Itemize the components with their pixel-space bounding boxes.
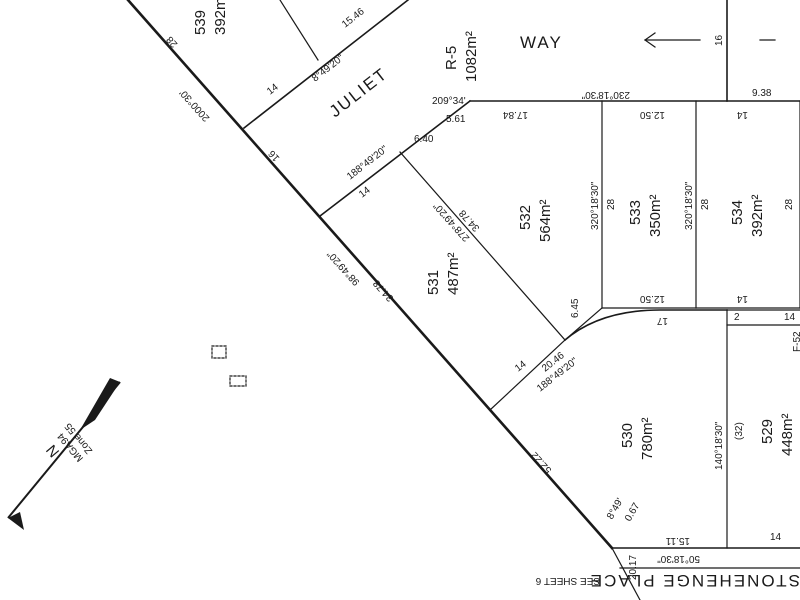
dim-17-84: 17.84 [503,109,528,120]
dim-98-49: 98°49'20" [325,248,362,288]
dim-14-531: 14 [357,185,373,201]
juliet-way-north-edge [242,0,410,130]
survey-mark [211,345,247,387]
dim-f52: F-52 [792,331,800,352]
dim-188-49: 188°49'20" [345,144,390,183]
dim-6-40: 6.40 [414,134,434,145]
lot-534: 534 392m² [729,194,766,237]
road-arrow-head [643,32,656,48]
lot-530-531-boundary [489,339,566,411]
north-arrow-icon [7,378,121,530]
main-boundary-line [126,0,614,550]
dim-52-22: 52.22 [529,449,554,475]
dim-12-50-top: 12.50 [640,109,665,120]
lot-539-number: 539 [192,10,209,35]
road-name-stonehenge: STONEHENGE PLACE [589,571,800,590]
dim-12-50-bot: 12.50 [640,293,665,304]
dim-230-18: 230°18'30" [581,89,630,100]
dim-320-18-a: 320°18'30" [590,181,601,230]
dim-320-18-b: 320°18'30" [684,181,695,230]
lot-532-area: 564m² [537,199,554,242]
dim-17: 17 [656,315,668,326]
dim-9-38: 9.38 [752,88,772,99]
dim-28-c: 28 [784,198,795,210]
reserve-r5-code: R-5 [443,46,460,70]
lot-529-area: 448m² [779,413,796,456]
dim-0-67: 0.67 [623,501,642,524]
lot-531: 531 487m² [425,252,462,295]
lot-539-side [279,0,319,61]
dim-14-530: 14 [513,359,529,375]
dim-14-534-bot: 14 [736,293,748,304]
dim-209-34: 209°34' [432,96,466,107]
dim-14-529: 14 [784,312,796,323]
lot-530-number: 530 [619,423,636,448]
sheet-break [611,547,641,600]
dim-28-a: 28 [606,198,617,210]
lot-531-532-boundary [399,151,566,341]
dim-50-18: 50°18'30" [657,553,700,564]
lot-531-number: 531 [425,270,442,295]
north-label: N MGA94 Zone 55 [43,420,95,463]
dim-6-45: 6.45 [570,298,581,318]
dim-15-11: 15.11 [665,535,690,546]
dim-2000-30: 2000°30' [178,87,213,124]
lot-539-area: 392m² [212,0,229,35]
lot-539: 539 392m² [192,0,229,35]
lot-529: 529 448m² [759,413,796,456]
dim-2: 2 [734,312,740,323]
road-width-16: 16 [714,34,725,46]
lot-533-number: 533 [627,200,644,225]
juliet-way-south-edge [318,99,472,218]
road-name-juliet: JULIET [326,64,392,121]
lot-533: 533 350m² [627,194,664,237]
dim-bearing-8-49: 8°49'20" [310,52,346,84]
lot-531-area: 487m² [445,252,462,295]
dim-14-bottom: 14 [770,532,782,543]
dim-20-17: 20.17 [628,555,639,580]
dim-28-top: 28 [164,33,180,49]
dim-15-46: 15.46 [340,6,367,30]
lot-534-number: 534 [729,200,746,225]
lot-532: 532 564m² [517,199,554,242]
reserve-r5-area: 1082m² [463,31,480,82]
dim-14-juliet: 14 [265,82,281,98]
lot-532-number: 532 [517,205,534,230]
road-name-way: WAY [520,33,563,52]
lot-530-area: 780m² [639,417,656,460]
lot-533-area: 350m² [647,194,664,237]
lot-530: 530 780m² [619,417,656,460]
stonehenge-cul-de-sac-edge [563,309,728,342]
lot-534-area: 392m² [749,194,766,237]
lot-529-number: 529 [759,419,776,444]
see-sheet-note: SEE SHEET 6 [535,575,600,586]
dim-14-534-top: 14 [736,109,748,120]
dim-140-18: 140°18'30" [714,421,725,470]
dim-32: (32) [734,422,745,440]
dim-28-b: 28 [700,198,711,210]
reserve-r5: R-5 1082m² [443,31,480,82]
dim-5-61: 5.61 [446,114,466,125]
